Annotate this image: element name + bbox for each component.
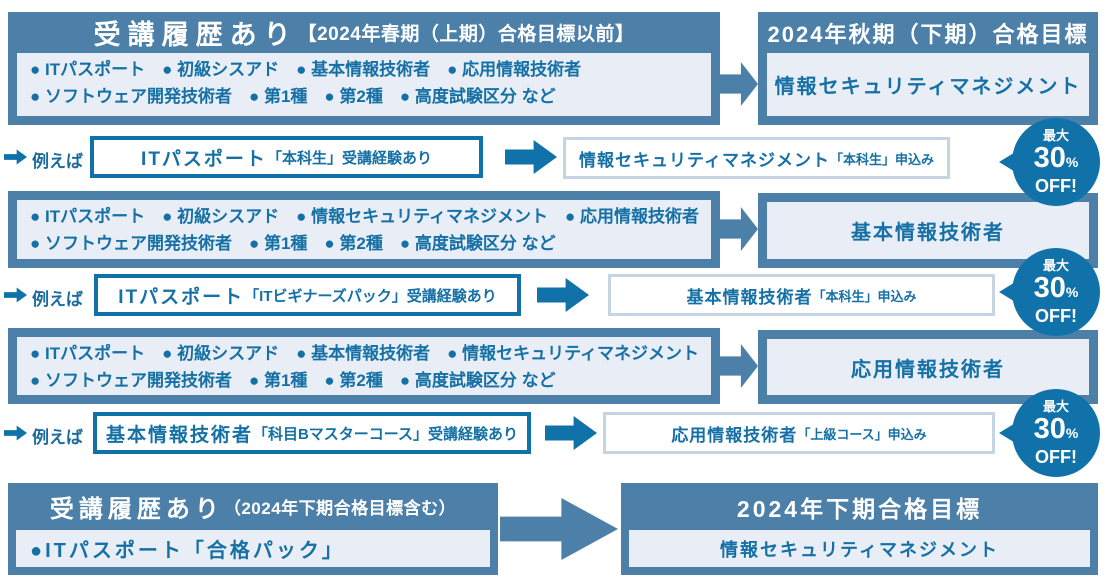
section2-target-panel: 基本情報技術者 xyxy=(758,193,1098,268)
example-pointer-arrow-icon xyxy=(4,149,27,165)
section1-right-header: 2024年秋期（下期）合格目標 xyxy=(767,21,1089,47)
example-result-box: 応用情報技術者 「上級コース」申込み xyxy=(603,412,995,454)
section1-target-panel: 2024年秋期（下期）合格目標 情報セキュリティマネジメント xyxy=(758,12,1098,125)
history-list-line: ● ソフトウェア開発技術者 ● 第1種 ● 第2種 ● 高度試験区分 など xyxy=(30,234,556,253)
target-course-label: 情報セキュリティマネジメント xyxy=(774,76,1082,98)
example-course-box: 基本情報技術者 「科目Bマスターコース」受講経験あり xyxy=(93,412,531,454)
target-course-label: 基本情報技術者 xyxy=(851,222,1005,244)
flow-arrow-icon xyxy=(720,207,758,251)
section1-target-box: 情報セキュリティマネジメント xyxy=(767,53,1089,116)
badge-max-label: 最大 xyxy=(1042,128,1069,143)
section2-history-listbox: ● ITパスポート ● 初級シスアド ● 情報セキュリティマネジメント ● 応用… xyxy=(17,200,711,259)
example-label: 例えば xyxy=(32,152,83,171)
badge-off-label: OFF! xyxy=(1035,306,1077,326)
header-history-label: 受講履歴あり xyxy=(49,496,224,523)
target-course-label: 情報セキュリティマネジメント xyxy=(720,539,999,560)
badge-percent-value: 30% xyxy=(1033,413,1079,445)
result-course-name: 情報セキュリティマネジメント xyxy=(579,150,830,170)
history-list-line: ● ソフトウェア開発技術者 ● 第1種 ● 第2種 ● 高度試験区分 など xyxy=(30,87,556,106)
example-course-box: ITパスポート 「本科生」受講経験あり xyxy=(90,136,483,178)
bottom-target-panel: 2024年下期合格目標 情報セキュリティマネジメント xyxy=(621,483,1098,575)
section1-left-header: 受講履歴あり 【2024年春期（上期）合格目標以前】 xyxy=(8,12,720,53)
example-result-box: 基本情報技術者 「本科生」申込み xyxy=(608,274,995,316)
history-list-line: ●ITパスポート「合格パック」 xyxy=(30,540,345,562)
flow-arrow-icon xyxy=(720,62,758,106)
history-list-line: ● ITパスポート ● 初級シスアド ● 基本情報技術者 ● 応用情報技術者 xyxy=(30,60,582,79)
example-label: 例えば xyxy=(32,290,83,309)
example-course-box: ITパスポート 「ITビギナーズパック」受講経験あり xyxy=(94,274,521,316)
example-course-name: 基本情報技術者 xyxy=(105,424,253,446)
example-flow-arrow-icon xyxy=(537,278,589,312)
section3-target-panel: 応用情報技術者 xyxy=(758,330,1098,404)
result-course-detail: 「本科生」申込み xyxy=(812,288,917,304)
example-course-detail: 「ITビギナーズパック」受講経験あり xyxy=(244,287,497,305)
example-pointer-arrow-icon xyxy=(4,425,27,441)
header-period-label: 【2024年春期（上期）合格目標以前】 xyxy=(297,24,635,45)
bottom-left-header: 受講履歴あり （2024年下期合格目標含む） xyxy=(8,483,498,530)
section3-history-listbox: ● ITパスポート ● 初級シスアド ● 基本情報技術者 ● 情報セキュリティマ… xyxy=(17,337,711,395)
discount-badge: 最大 30% OFF! xyxy=(1012,248,1100,336)
badge-max-label: 最大 xyxy=(1042,258,1069,273)
section1-history-listbox: ● ITパスポート ● 初級シスアド ● 基本情報技術者 ● 応用情報技術者 ●… xyxy=(17,53,711,116)
badge-percent-value: 30% xyxy=(1033,272,1079,304)
example-course-detail: 「本科生」受講経験あり xyxy=(266,149,432,167)
badge-percent-value: 30% xyxy=(1033,142,1079,174)
result-course-name: 基本情報技術者 xyxy=(686,287,813,307)
header-period-label: （2024年下期合格目標含む） xyxy=(223,499,457,518)
history-list-line: ● ITパスポート ● 初級シスアド ● 基本情報技術者 ● 情報セキュリティマ… xyxy=(30,344,700,363)
discount-badge: 最大 30% OFF! xyxy=(1012,389,1100,477)
target-course-label: 応用情報技術者 xyxy=(851,358,1005,381)
result-course-detail: 「本科生」申込み xyxy=(829,151,934,167)
badge-off-label: OFF! xyxy=(1035,176,1077,196)
section2-history-panel: ● ITパスポート ● 初級シスアド ● 情報セキュリティマネジメント ● 応用… xyxy=(8,191,720,268)
badge-max-label: 最大 xyxy=(1042,399,1069,414)
example-course-detail: 「科目Bマスターコース」受講経験あり xyxy=(252,425,519,443)
section1-history-panel: 受講履歴あり 【2024年春期（上期）合格目標以前】 ● ITパスポート ● 初… xyxy=(8,12,720,125)
example-flow-arrow-icon xyxy=(505,140,557,174)
flow-arrow-icon xyxy=(720,344,758,388)
section3-target-box: 応用情報技術者 xyxy=(767,339,1089,395)
history-list-line: ● ソフトウェア開発技術者 ● 第1種 ● 第2種 ● 高度試験区分 など xyxy=(30,371,556,390)
section2-target-box: 基本情報技術者 xyxy=(767,202,1089,259)
example-course-name: ITパスポート xyxy=(141,148,267,170)
bottom-history-listbox: ●ITパスポート「合格パック」 xyxy=(16,530,490,567)
header-history-label: 受講履歴あり xyxy=(93,20,298,50)
bottom-right-header: 2024年下期合格目標 xyxy=(736,495,983,522)
bottom-history-panel: 受講履歴あり （2024年下期合格目標含む） ●ITパスポート「合格パック」 xyxy=(8,483,498,575)
section3-history-panel: ● ITパスポート ● 初級シスアド ● 基本情報技術者 ● 情報セキュリティマ… xyxy=(8,328,720,404)
example-course-name: ITパスポート xyxy=(118,286,245,308)
result-course-name: 応用情報技術者 xyxy=(671,425,798,445)
badge-off-label: OFF! xyxy=(1035,447,1077,467)
bottom-target-box: 情報セキュリティマネジメント xyxy=(629,530,1090,567)
example-label: 例えば xyxy=(32,428,83,447)
example-flow-arrow-icon xyxy=(545,416,597,450)
flow-arrow-icon xyxy=(500,498,618,560)
result-course-detail: 「上級コース」申込み xyxy=(797,426,927,442)
example-result-box: 情報セキュリティマネジメント 「本科生」申込み xyxy=(563,137,950,179)
history-list-line: ● ITパスポート ● 初級シスアド ● 情報セキュリティマネジメント ● 応用… xyxy=(30,207,700,226)
example-pointer-arrow-icon xyxy=(4,287,27,303)
discount-badge: 最大 30% OFF! xyxy=(1012,118,1100,206)
